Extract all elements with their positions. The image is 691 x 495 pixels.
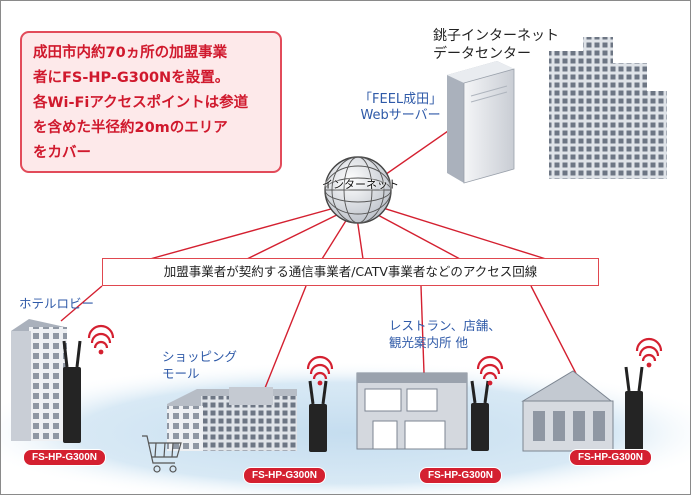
internet-globe <box>324 156 392 224</box>
device-label: FS-HP-G300N <box>419 467 503 484</box>
router-hotel <box>62 324 115 443</box>
internet-label: インターネット <box>322 178 399 191</box>
device-label: FS-HP-G300N <box>243 467 327 484</box>
callout-line: 成田市内約70ヵ所の加盟事業 <box>33 45 228 61</box>
web-server <box>447 61 515 184</box>
router-right <box>624 337 663 451</box>
callout-line: 者にFS-HP-G300Nを設置。 <box>33 70 230 86</box>
callout-line: をカバー <box>33 145 91 161</box>
datacenter-label: 銚子インターネット データセンター <box>433 28 559 62</box>
mall-label: ショッピング モール <box>162 349 238 381</box>
shopping-cart-icon <box>142 435 182 473</box>
shopping-mall-building <box>167 387 297 451</box>
visitor-center-building <box>521 370 614 452</box>
device-label: FS-HP-G300N <box>569 449 653 466</box>
hotel-label: ホテルロビー <box>19 296 95 311</box>
hotel-building <box>11 319 67 441</box>
datacenter-buildings <box>549 37 667 179</box>
ground-area <box>1 361 690 494</box>
router-mall <box>306 355 334 452</box>
callout-line: を含めた半径約20mのエリア <box>33 120 228 136</box>
callout-line: 各Wi-Fiアクセスポイントは参道 <box>33 95 249 111</box>
shops-label: レストラン、店舗、 観光案内所 他 <box>389 318 501 350</box>
device-label: FS-HP-G300N <box>23 449 107 466</box>
summary-callout: 成田市内約70ヵ所の加盟事業 者にFS-HP-G300Nを設置。 各Wi-Fiア… <box>20 31 282 173</box>
router-shops <box>470 355 504 451</box>
access-line-bar: 加盟事業者が契約する通信事業者/CATV事業者などのアクセス回線 <box>102 258 599 286</box>
webserver-label: 「FEEL成田」 Webサーバー <box>359 92 443 123</box>
shops-building <box>356 372 468 450</box>
